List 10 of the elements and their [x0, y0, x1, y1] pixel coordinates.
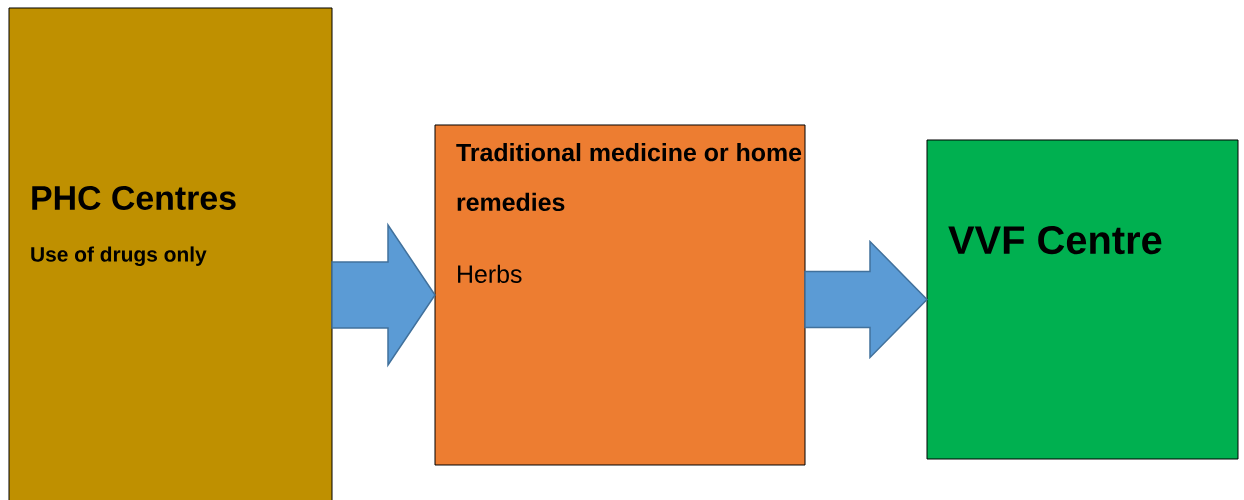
block-arrow [804, 239, 929, 360]
process-box [434, 124, 806, 466]
box-text: Herbs [458, 264, 522, 283]
box-text: Use of drugs only [31, 246, 207, 266]
box-heading: PHC Centres [32, 186, 236, 210]
box-heading: Traditional medicine or home remedies [456, 143, 802, 212]
box-heading: VVF Centre [948, 226, 1162, 255]
process-box [8, 7, 333, 500]
process-box [926, 139, 1239, 460]
block-arrow [331, 222, 436, 368]
